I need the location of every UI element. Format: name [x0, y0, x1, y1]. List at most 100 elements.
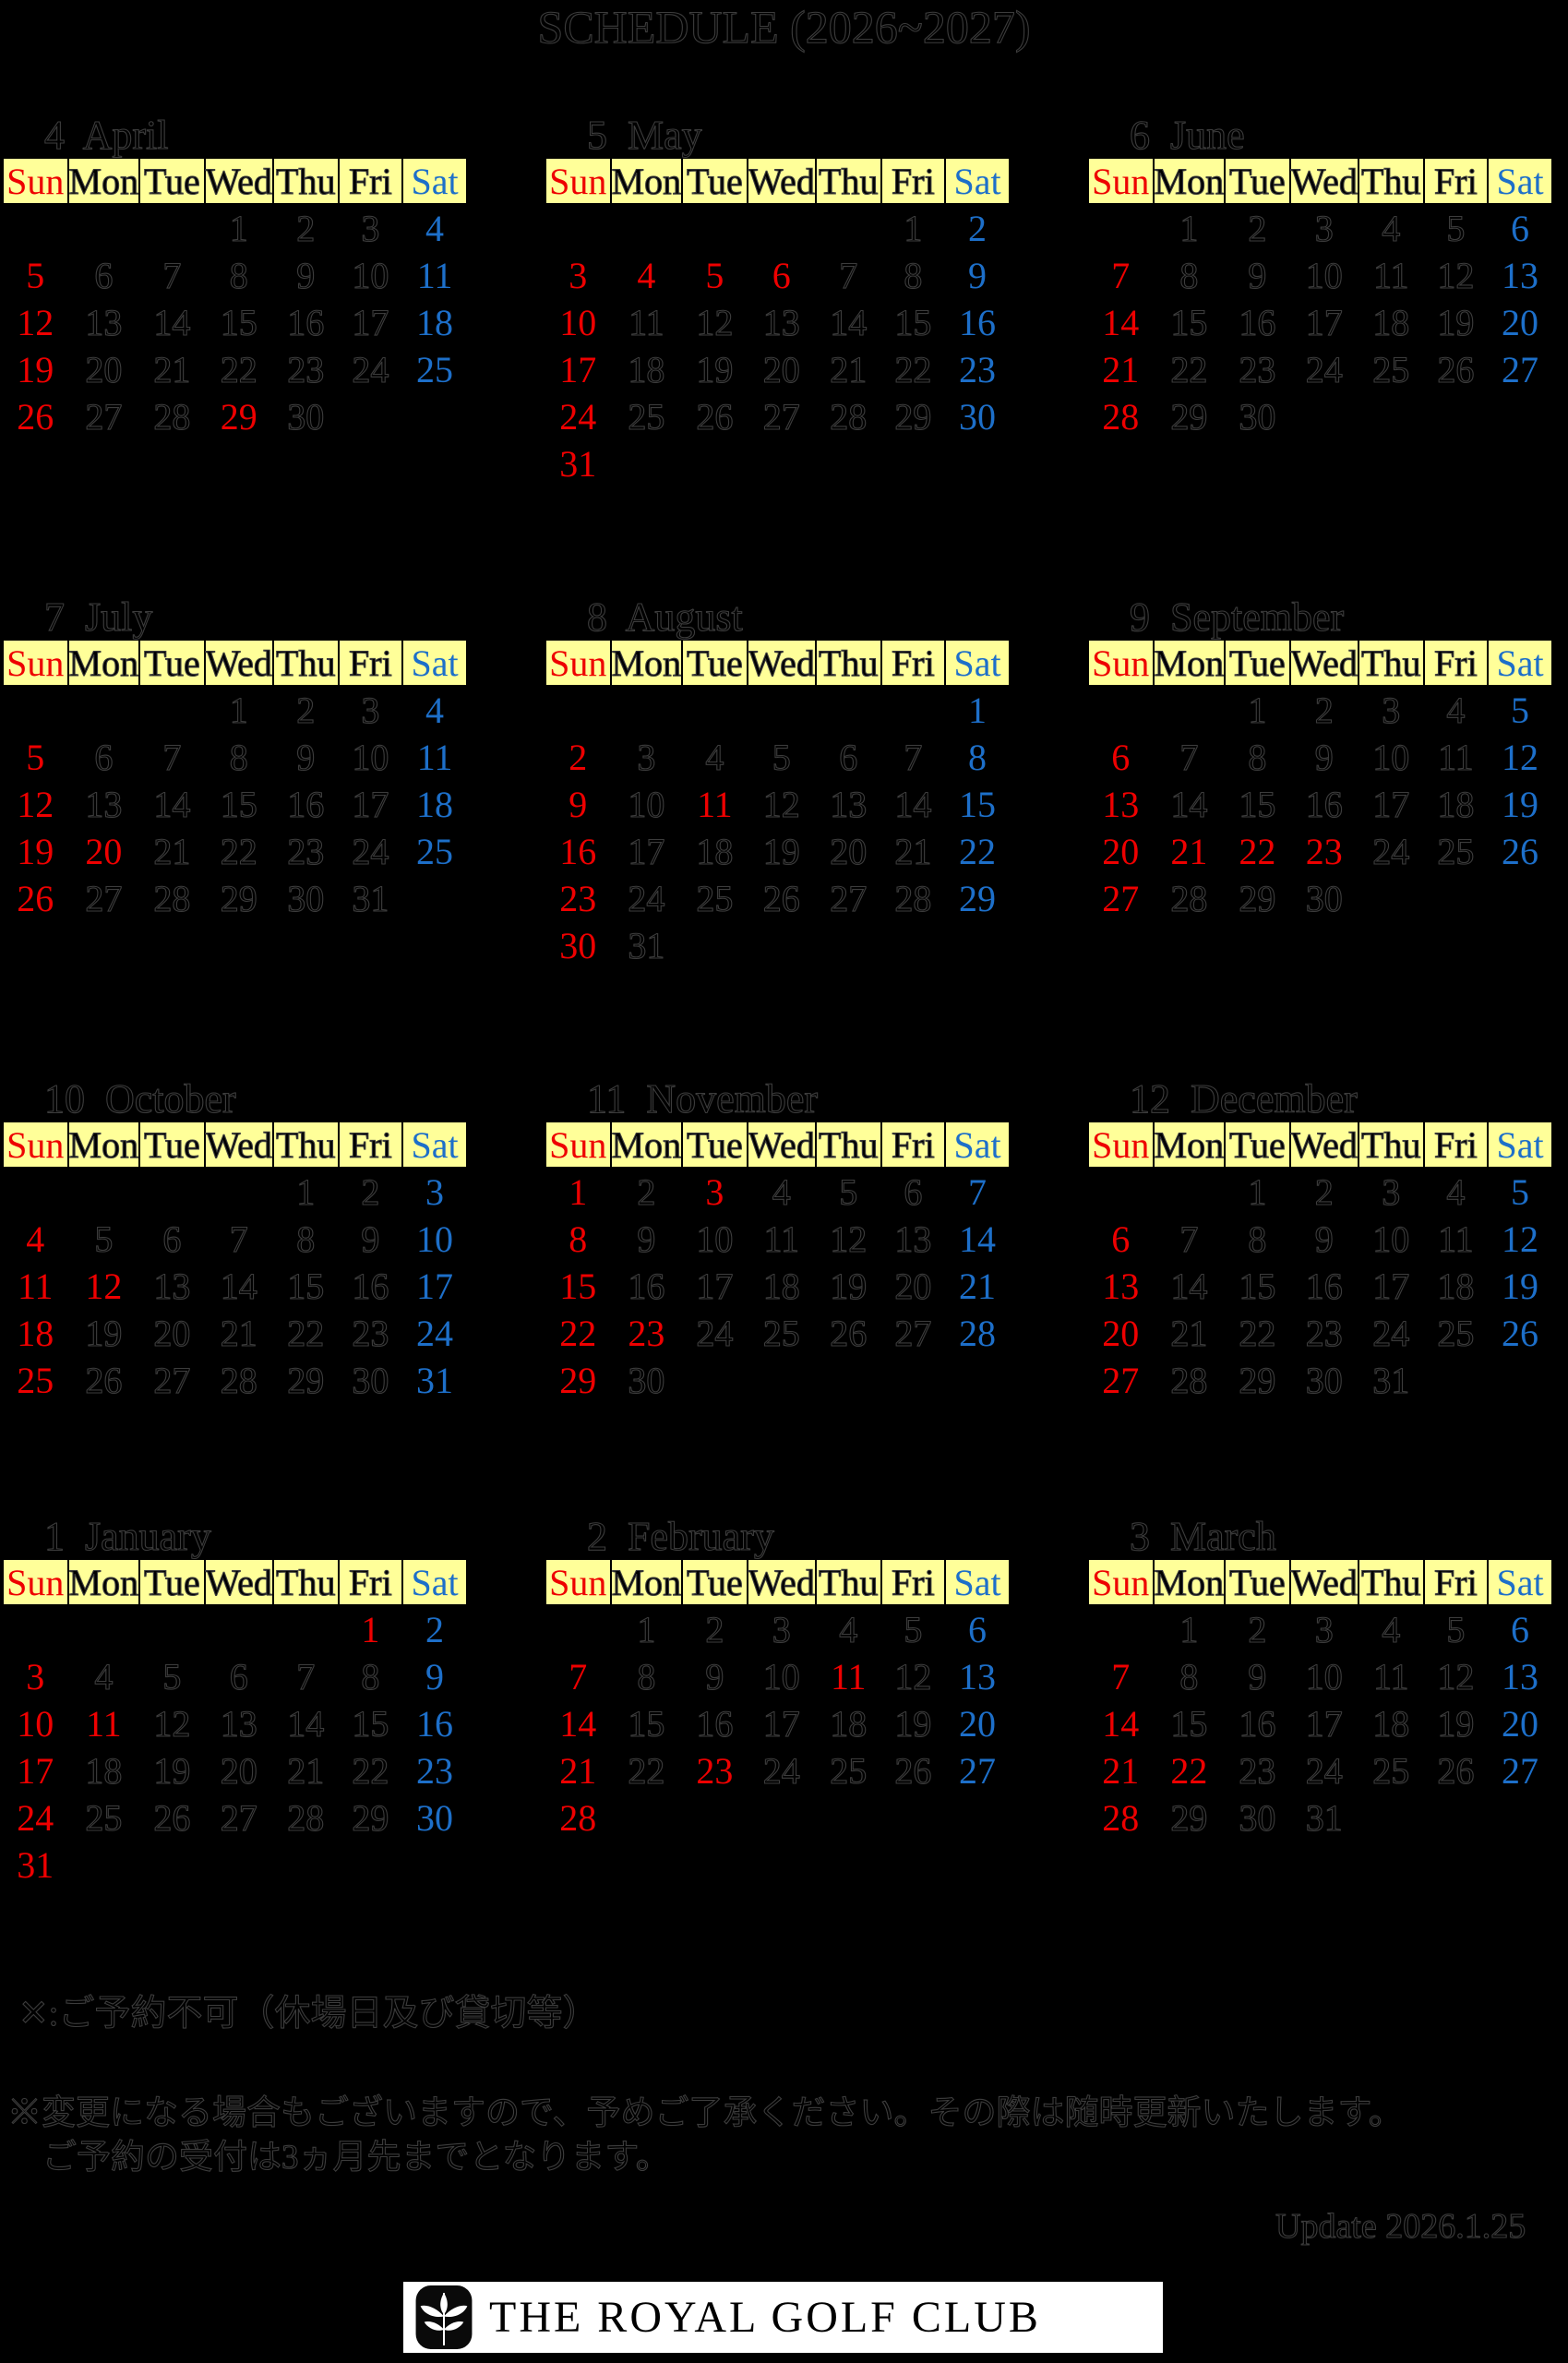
- date-cell: 9: [569, 784, 588, 825]
- date-cell: 17: [352, 783, 389, 825]
- date-cell: 3: [1314, 1608, 1334, 1650]
- date-cell: 14: [220, 1265, 257, 1307]
- day-header-sun: Sun: [545, 1558, 612, 1606]
- date-cell: 12: [1437, 1655, 1475, 1697]
- date-cell: 2: [296, 689, 316, 731]
- date-cell: 21: [153, 830, 191, 872]
- date-cell: 5: [26, 255, 45, 296]
- date-cell: 11: [18, 1265, 54, 1307]
- day-header-sat: Sat: [401, 1558, 468, 1606]
- date-cell: 8: [1179, 1655, 1199, 1697]
- date-cell: 3: [1314, 207, 1334, 249]
- day-header-thu: Thu: [1357, 1558, 1425, 1606]
- date-cell-empty: [945, 922, 1010, 969]
- date-cell: 16: [1305, 783, 1343, 825]
- day-header-mon: Mon: [609, 1121, 684, 1169]
- date-cell: 31: [1372, 1359, 1410, 1401]
- date-cell: 26: [1502, 1313, 1539, 1354]
- date-cell: 17: [1305, 1702, 1343, 1745]
- date-cell: 30: [1239, 395, 1276, 438]
- date-cell: 8: [637, 1655, 656, 1697]
- date-cell: 1: [229, 207, 248, 249]
- date-cell: 26: [696, 395, 734, 438]
- date-cell: 27: [1502, 1750, 1539, 1792]
- date-cell: 27: [1102, 1360, 1140, 1401]
- date-cell: 28: [153, 877, 191, 919]
- day-header-mon: Mon: [1152, 1558, 1227, 1606]
- day-header-fri: Fri: [1422, 639, 1490, 687]
- date-cell: 19: [762, 830, 800, 872]
- date-cell: 26: [1502, 831, 1539, 872]
- date-cell-empty: [816, 922, 881, 969]
- date-cell: 21: [959, 1265, 997, 1307]
- date-cell: 17: [559, 349, 597, 390]
- date-cell: 2: [705, 1608, 724, 1650]
- date-cell-empty: [748, 1794, 816, 1841]
- date-cell-empty: [682, 204, 747, 252]
- day-header-tue: Tue: [681, 1121, 748, 1169]
- date-cell: 20: [1502, 302, 1539, 343]
- date-cell: 28: [1102, 1797, 1140, 1839]
- day-header-tue: Tue: [681, 1558, 748, 1606]
- date-cell: 22: [894, 348, 932, 390]
- date-cell: 21: [1170, 831, 1208, 872]
- date-cell: 14: [559, 1703, 597, 1745]
- date-cell: 4: [1382, 207, 1401, 249]
- date-cell: 1: [361, 1609, 380, 1650]
- date-cell: 17: [1305, 301, 1343, 343]
- date-cell-empty: [945, 1357, 1010, 1404]
- date-cell: 18: [17, 1313, 54, 1354]
- day-header-wed: Wed: [203, 1121, 274, 1169]
- day-header-wed: Wed: [1288, 1558, 1359, 1606]
- date-cell: 23: [1239, 348, 1276, 390]
- date-cell: 16: [959, 302, 997, 343]
- day-header-mon: Mon: [66, 1558, 141, 1606]
- date-cell: 4: [839, 1608, 858, 1650]
- date-cell: 28: [220, 1359, 257, 1401]
- month-title: 12 December: [1129, 1076, 1358, 1122]
- date-cell: 26: [17, 878, 54, 919]
- date-cell: 12: [762, 783, 800, 825]
- date-cell: 25: [762, 1312, 800, 1354]
- day-header-thu: Thu: [814, 1558, 882, 1606]
- date-cell: 3: [705, 1171, 724, 1213]
- date-cell: 13: [894, 1217, 932, 1260]
- day-header-wed: Wed: [746, 639, 817, 687]
- day-header-mon: Mon: [609, 1558, 684, 1606]
- date-cell: 11: [1438, 736, 1475, 778]
- date-cell: 16: [1239, 1702, 1276, 1745]
- date-cell-empty: [402, 875, 467, 922]
- date-cell: 16: [1239, 301, 1276, 343]
- date-cell: 23: [1239, 1749, 1276, 1792]
- date-cell-empty: [1088, 1168, 1154, 1216]
- date-cell: 18: [696, 830, 734, 872]
- date-cell: 7: [839, 254, 858, 296]
- date-cell-empty: [273, 1605, 339, 1653]
- date-cell-empty: [1088, 1605, 1154, 1653]
- date-cell: 29: [1170, 1796, 1208, 1839]
- date-cell: 12: [1502, 737, 1539, 778]
- date-cell: 16: [628, 1265, 665, 1307]
- date-cell: 24: [696, 1312, 734, 1354]
- date-cell: 9: [968, 255, 987, 296]
- date-cell-empty: [68, 1841, 140, 1889]
- date-cell: 27: [959, 1750, 997, 1792]
- date-cell-empty: [139, 204, 204, 252]
- date-cell: 29: [352, 1796, 389, 1839]
- date-cell: 12: [85, 1265, 123, 1307]
- date-cell: 29: [220, 396, 257, 438]
- day-header-fri: Fri: [337, 1558, 404, 1606]
- date-cell: 4: [772, 1170, 791, 1213]
- date-cell: 23: [287, 348, 325, 390]
- day-header-fri: Fri: [880, 639, 947, 687]
- date-cell: 6: [94, 254, 114, 296]
- date-cell: 9: [296, 254, 316, 296]
- date-cell: 7: [1179, 736, 1199, 778]
